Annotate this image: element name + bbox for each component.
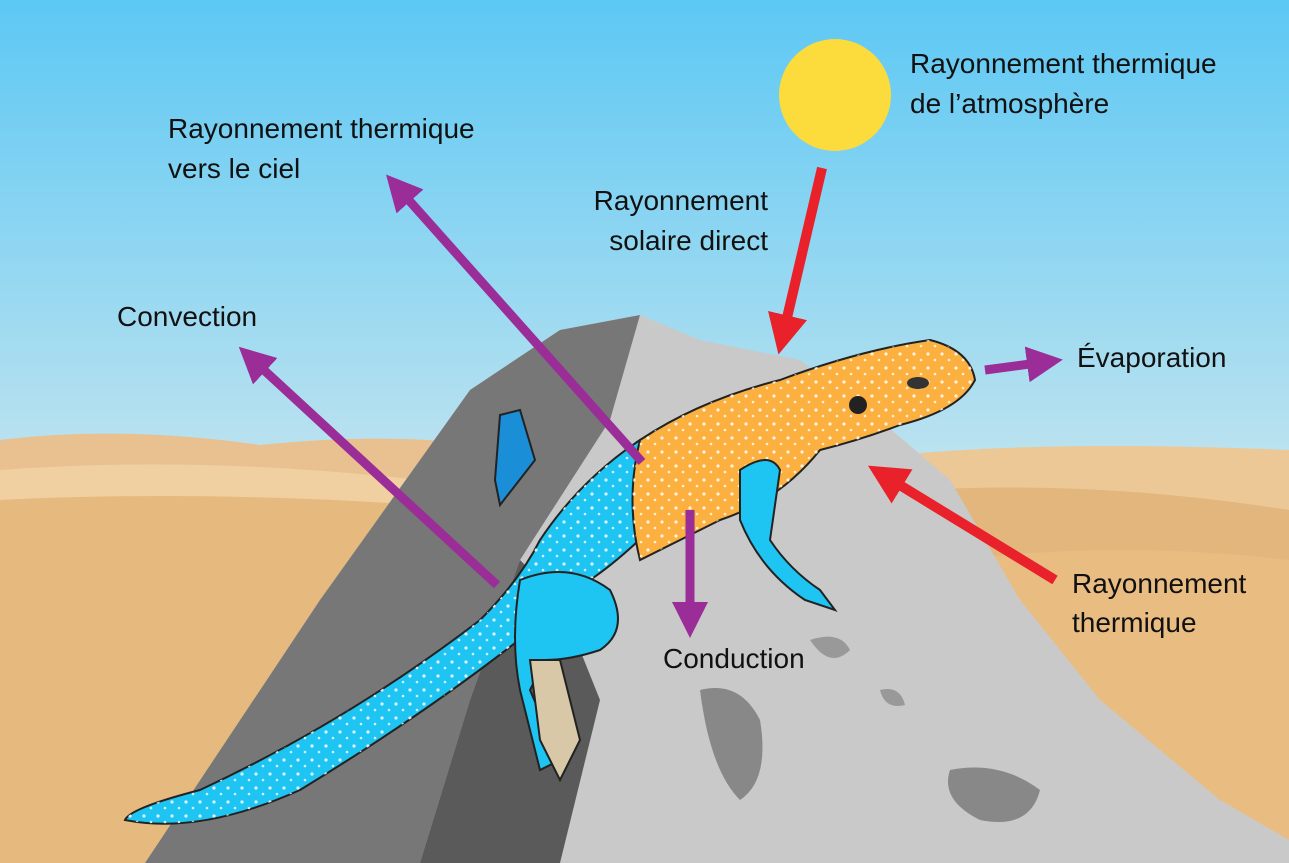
label-solar-line2: solaire direct	[609, 225, 768, 256]
thermal-radiation-arrow	[867, 465, 1058, 585]
label-atmosphere-line2: de l’atmosphère	[910, 88, 1109, 119]
label-evaporation: Évaporation	[1077, 342, 1226, 373]
label-thermal-line2: thermique	[1072, 607, 1197, 638]
label-thermal-line1: Rayonnement	[1072, 568, 1247, 599]
evaporation-arrow	[984, 346, 1063, 383]
label-sky-line1: Rayonnement thermique	[168, 113, 475, 144]
label-solar-line1: Rayonnement	[594, 185, 769, 216]
label-atmosphere-line1: Rayonnement thermique	[910, 48, 1217, 79]
label-convection: Convection	[117, 301, 257, 332]
label-conduction: Conduction	[663, 643, 805, 674]
convection-arrow	[238, 346, 501, 589]
lizard	[123, 338, 977, 825]
label-sky-line2: vers le ciel	[168, 153, 300, 184]
lizard-eye	[849, 396, 867, 414]
solar-radiation-arrow	[768, 166, 827, 355]
sky-radiation-arrow	[386, 174, 646, 465]
sun-icon	[779, 39, 891, 151]
